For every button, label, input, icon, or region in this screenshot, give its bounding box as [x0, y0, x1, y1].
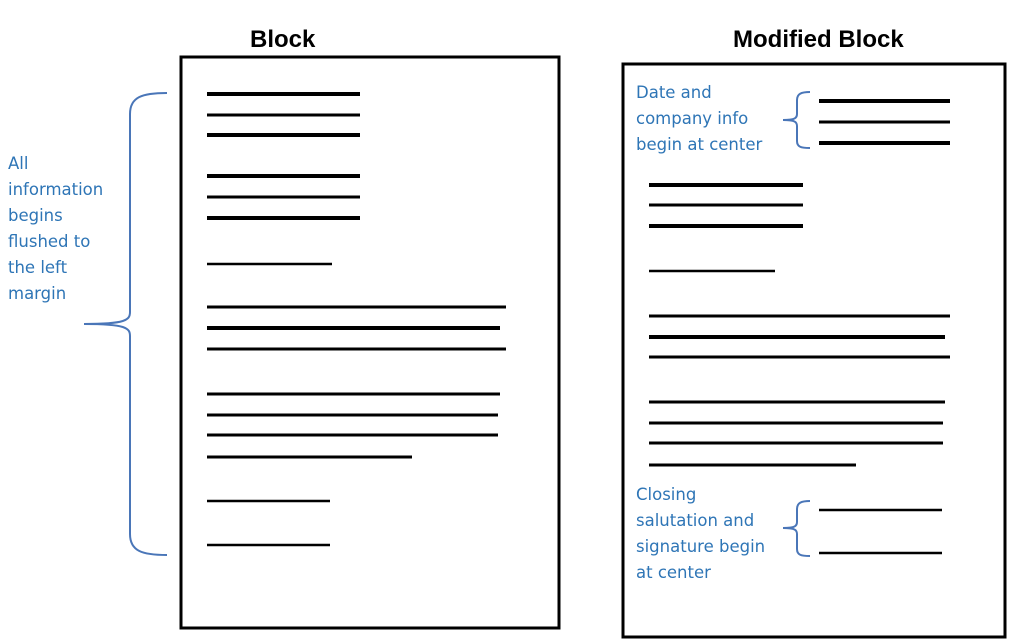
closing-brace [782, 500, 811, 557]
closing-note: Closing salutation and signature begin a… [636, 482, 765, 586]
date-company-note-line: company info [636, 109, 749, 128]
left-margin-note-line: begins [8, 206, 63, 225]
left-margin-note-line: information [8, 180, 104, 199]
left-margin-brace [83, 92, 168, 556]
closing-note-line: signature begin [636, 537, 766, 556]
date-company-brace [782, 91, 811, 149]
modified-block-page [621, 62, 1007, 639]
date-company-note-line: Date and [636, 83, 712, 102]
closing-note-line: at center [636, 563, 711, 582]
block-title: Block [250, 26, 316, 53]
left-margin-note-line: the left [8, 258, 68, 277]
left-margin-note: All information begins flushed to the le… [8, 151, 103, 307]
modified-block-page-lines [649, 99, 950, 555]
block-page-lines [207, 92, 506, 547]
block-page [179, 55, 561, 630]
left-margin-note-line: flushed to [8, 232, 91, 251]
left-margin-note-line: margin [8, 284, 67, 303]
closing-note-line: salutation and [636, 511, 755, 530]
date-company-note: Date and company info begin at center [636, 80, 762, 158]
closing-note-line: Closing [636, 485, 697, 504]
left-margin-note-line: All [8, 154, 29, 173]
date-company-note-line: begin at center [636, 135, 763, 154]
modified-block-title: Modified Block [733, 26, 904, 53]
